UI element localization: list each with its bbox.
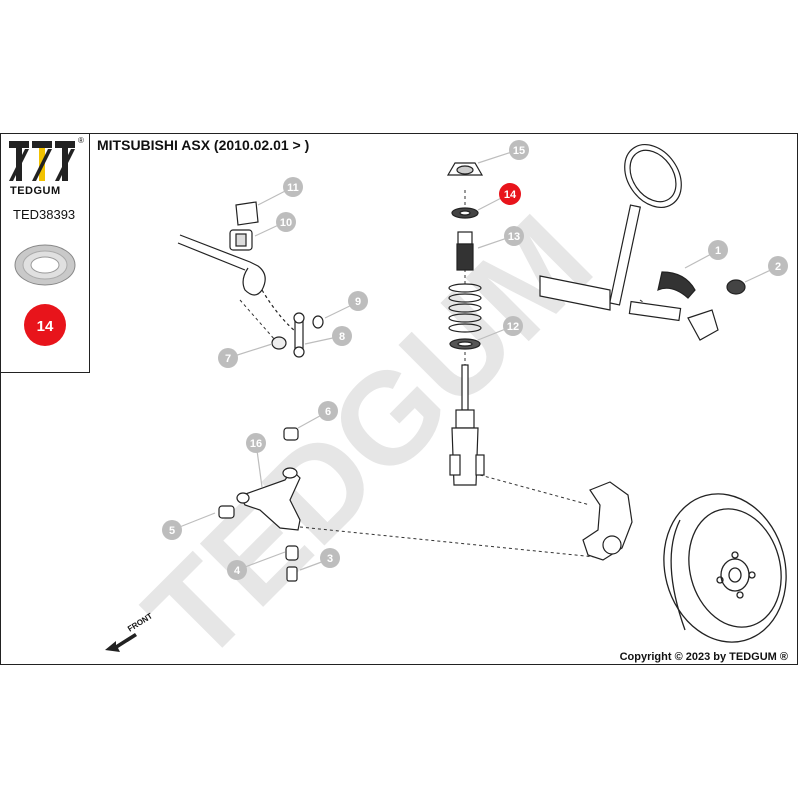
stabilizer-link bbox=[271, 312, 324, 358]
svg-text:14: 14 bbox=[37, 318, 54, 335]
part-number: TED38393 bbox=[13, 207, 76, 222]
callout-4: 4 bbox=[227, 560, 247, 580]
svg-text:15: 15 bbox=[513, 145, 525, 157]
copyright: Copyright © 2023 by TEDGUM ® bbox=[619, 651, 788, 663]
svg-text:11: 11 bbox=[287, 182, 299, 194]
steering-knuckle bbox=[582, 481, 633, 561]
page-title: MITSUBISHI ASX (2010.02.01 > ) bbox=[97, 137, 310, 153]
callout-2: 2 bbox=[768, 256, 788, 276]
lower-control-arm bbox=[218, 427, 301, 582]
svg-text:6: 6 bbox=[325, 406, 331, 418]
callout-15: 15 bbox=[509, 140, 529, 160]
tedgum-logo-icon bbox=[9, 141, 75, 181]
highlight-badge: 14 bbox=[24, 304, 66, 346]
wheel bbox=[663, 493, 787, 643]
svg-text:4: 4 bbox=[234, 565, 241, 577]
callout-14: 14 bbox=[499, 183, 521, 205]
sidebar-panel bbox=[0, 133, 90, 373]
callout-9: 9 bbox=[348, 291, 368, 311]
callout-1: 1 bbox=[708, 240, 728, 260]
callout-11: 11 bbox=[283, 177, 303, 197]
svg-text:7: 7 bbox=[225, 353, 231, 365]
svg-text:5: 5 bbox=[169, 525, 175, 537]
callout-6: 6 bbox=[318, 401, 338, 421]
svg-text:16: 16 bbox=[250, 438, 262, 450]
svg-text:13: 13 bbox=[508, 231, 520, 243]
callout-7: 7 bbox=[218, 348, 238, 368]
part-thumbnail bbox=[14, 244, 76, 286]
registered-mark: ® bbox=[78, 136, 84, 145]
strut-assembly bbox=[446, 162, 485, 486]
callouts: 1 2 3 4 5 6 7 8 9 10 11 12 13 14 15 16 bbox=[162, 140, 788, 580]
svg-text:3: 3 bbox=[327, 553, 333, 565]
watermark: TEDGUM bbox=[117, 187, 619, 689]
svg-text:10: 10 bbox=[280, 217, 292, 229]
stabilizer-bushing bbox=[229, 201, 259, 251]
callout-8: 8 bbox=[332, 326, 352, 346]
svg-text:8: 8 bbox=[339, 331, 345, 343]
callout-5: 5 bbox=[162, 520, 182, 540]
callout-12: 12 bbox=[503, 316, 523, 336]
svg-text:14: 14 bbox=[504, 189, 517, 201]
svg-text:1: 1 bbox=[715, 245, 721, 257]
callout-3: 3 bbox=[320, 548, 340, 568]
svg-text:2: 2 bbox=[775, 261, 781, 273]
steering-system bbox=[539, 144, 746, 341]
svg-text:9: 9 bbox=[355, 296, 361, 308]
brand-name: TEDGUM bbox=[10, 185, 61, 197]
callout-10: 10 bbox=[276, 212, 296, 232]
callout-13: 13 bbox=[504, 226, 524, 246]
callout-16: 16 bbox=[246, 433, 266, 453]
front-arrow bbox=[105, 633, 137, 652]
svg-text:12: 12 bbox=[507, 321, 519, 333]
